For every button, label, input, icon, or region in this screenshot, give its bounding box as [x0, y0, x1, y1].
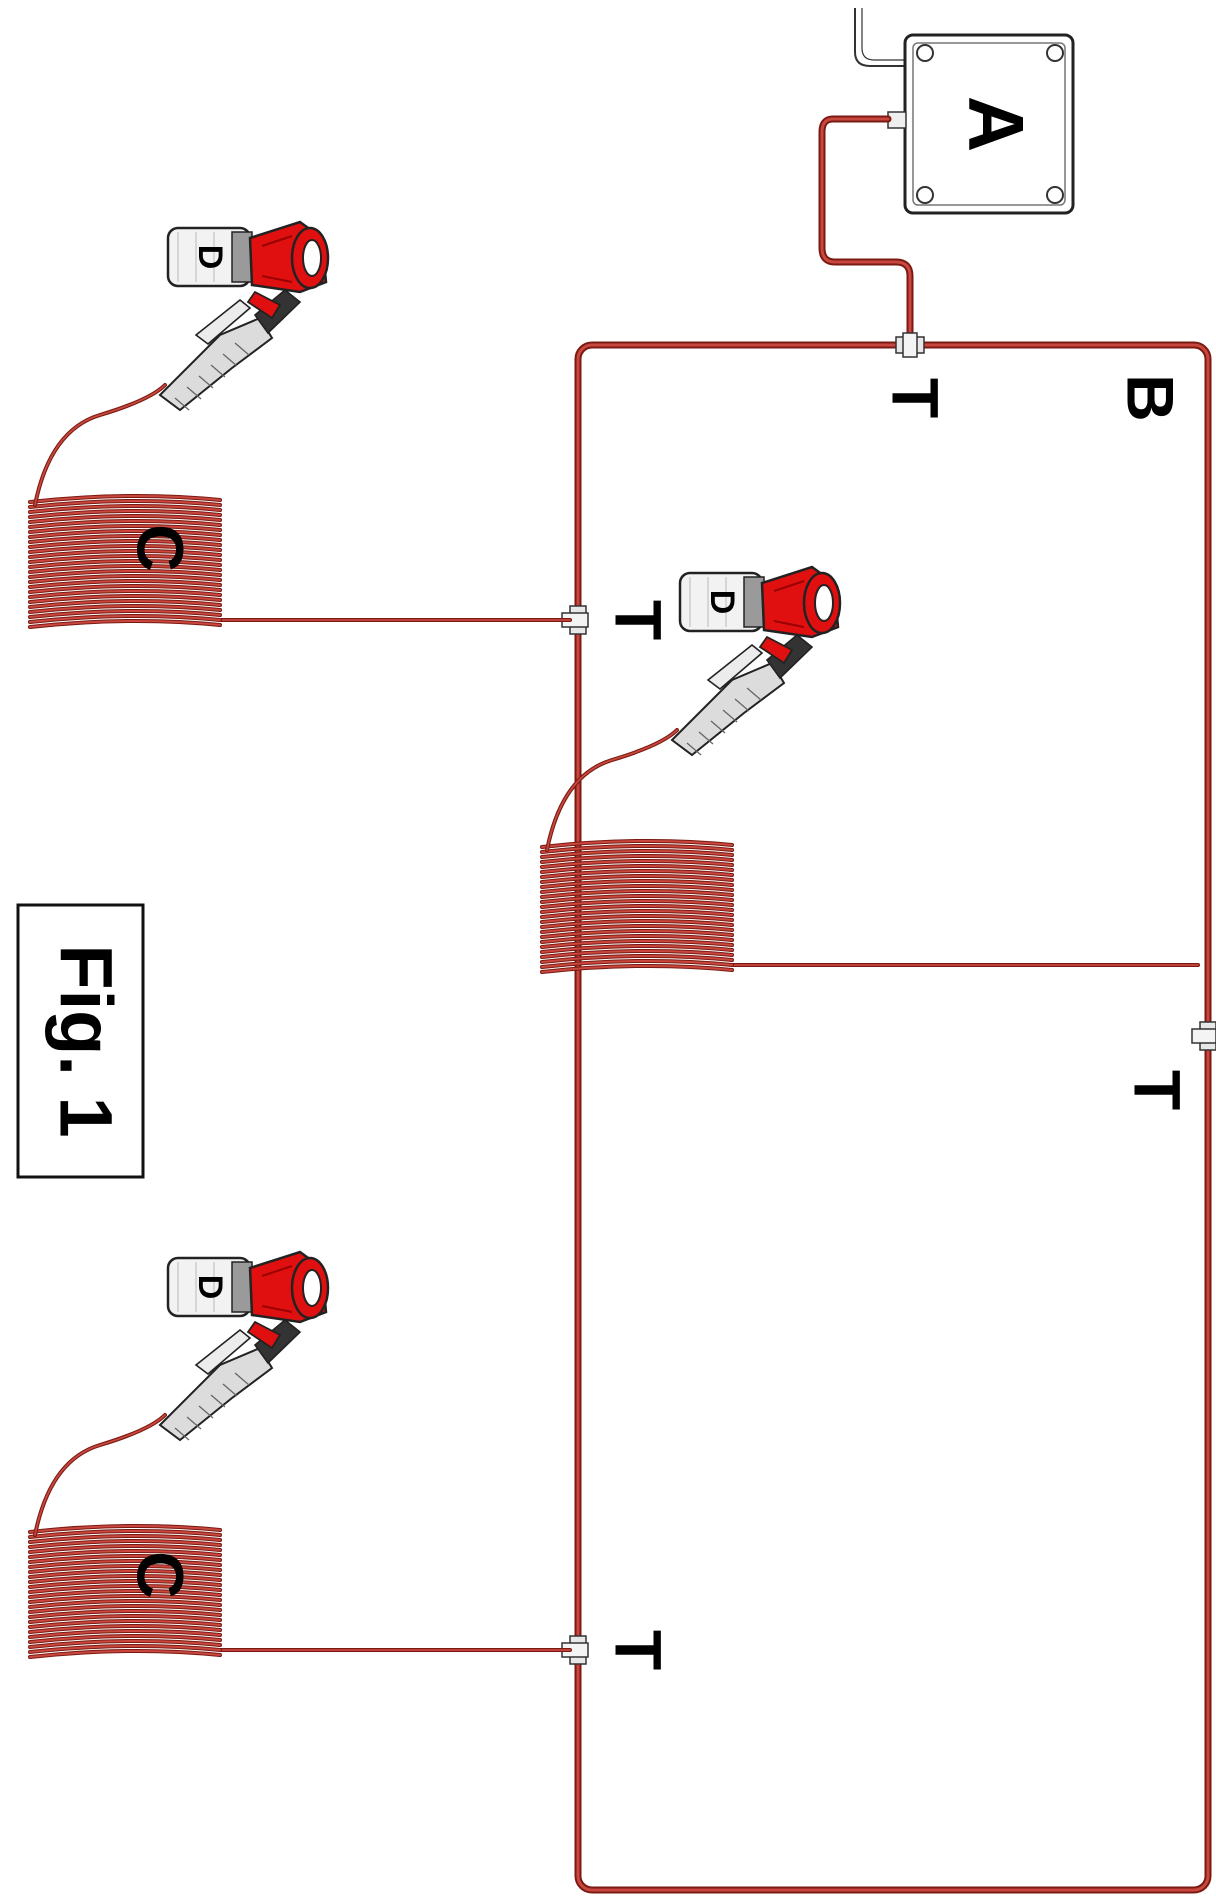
- unit-a: A: [854, 8, 1075, 215]
- tee-label-left-lower: T: [602, 1630, 676, 1670]
- tee-fitting-top: [895, 332, 925, 358]
- figure-caption-text: Fig. 1: [44, 944, 127, 1137]
- blow-gun: D: [670, 565, 842, 757]
- main-line-label: B: [1114, 374, 1188, 422]
- hose-gun-assembly-lower-left: D: [28, 1250, 572, 1659]
- main-line-loop: [574, 341, 1212, 1894]
- coiled-hose: [28, 493, 222, 629]
- tee-fitting-left-upper: [561, 605, 589, 635]
- hose-gun-assembly-right: D: [540, 565, 1200, 974]
- gun-label: D: [703, 590, 741, 615]
- feed-hose: [818, 115, 914, 349]
- tee-fitting-right: [1191, 1021, 1216, 1051]
- blow-gun: D: [158, 1250, 330, 1442]
- tee-label-top: T: [879, 378, 953, 418]
- unit-a-label: A: [952, 96, 1040, 152]
- blow-gun: D: [158, 220, 330, 412]
- tee-label-right: T: [1121, 1070, 1195, 1110]
- hose-label-lower: C: [124, 1551, 198, 1599]
- tee-label-left-upper: T: [602, 600, 676, 640]
- figure-caption: Fig. 1: [16, 903, 145, 1179]
- gun-label: D: [191, 1275, 229, 1300]
- coiled-hose: [28, 1523, 222, 1659]
- hose-gun-assembly-upper-left: D: [28, 220, 572, 629]
- supply-cable: [854, 8, 905, 67]
- hose-label-upper: C: [124, 524, 198, 572]
- gun-label: D: [191, 245, 229, 270]
- coiled-hose: [540, 838, 734, 974]
